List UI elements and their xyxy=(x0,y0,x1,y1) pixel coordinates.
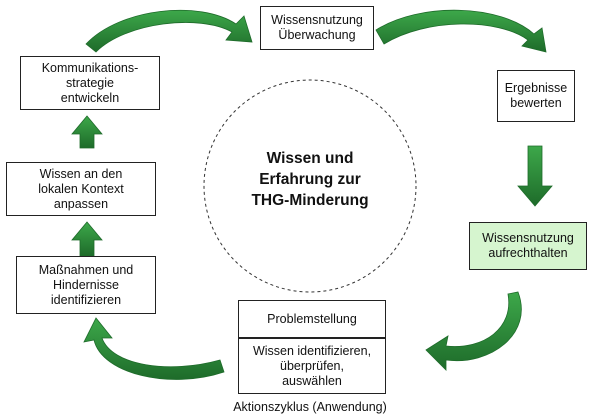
down-arrow-right xyxy=(517,145,553,207)
up-arrow-left-lower xyxy=(71,221,103,257)
curved-arrow-top-right xyxy=(375,9,547,53)
curved-arrow-bottom-left xyxy=(83,317,225,380)
curved-arrow-bottom-right xyxy=(425,291,522,371)
box-wissensnutzung-aufrechthalten: Wissensnutzung aufrechthalten xyxy=(469,222,587,270)
box-wissensnutzung-ueberwachung: Wissensnutzung Überwachung xyxy=(260,6,374,50)
box-wissen-anpassen: Wissen an den lokalen Kontext anpassen xyxy=(6,162,156,216)
box-massnahmen-identifizieren: Maßnahmen und Hindernisse identifizieren xyxy=(16,256,156,314)
center-circle xyxy=(203,79,417,293)
up-arrow-left-upper xyxy=(71,115,103,149)
box-ergebnisse-bewerten: Ergebnisse bewerten xyxy=(497,70,575,122)
box-problemstellung: Problemstellung xyxy=(238,300,386,338)
center-title: Wissen und Erfahrung zur THG-Minderung xyxy=(251,150,369,209)
caption: Aktionszyklus (Anwendung) xyxy=(233,400,387,414)
box-wissen-identifizieren: Wissen identifizieren, überprüfen, auswä… xyxy=(238,338,386,394)
box-kommunikationsstrategie: Kommunikations- strategie entwickeln xyxy=(20,56,160,110)
curved-arrow-top-left xyxy=(85,9,253,53)
